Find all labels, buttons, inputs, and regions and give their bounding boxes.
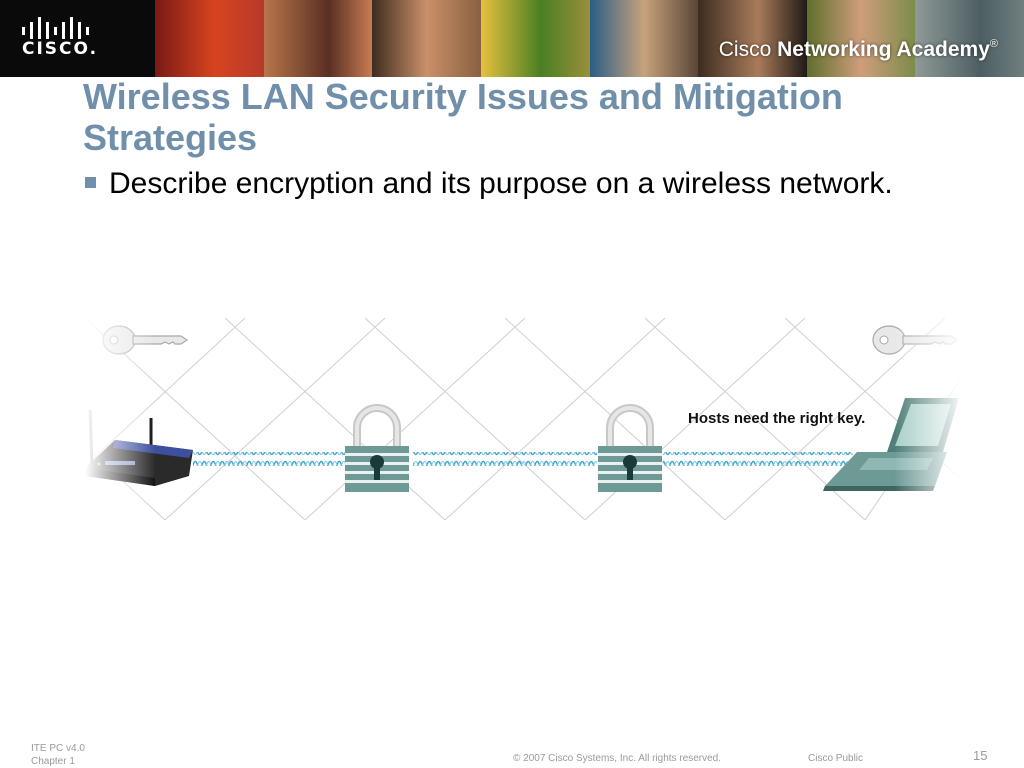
cisco-logo: CISCO. (0, 0, 155, 77)
banner-photo (372, 0, 481, 77)
key-callout: Hosts need the right key. (688, 410, 866, 427)
banner-photo (698, 0, 807, 77)
cisco-logo-text: CISCO. (22, 39, 99, 59)
wireless-router-icon (85, 409, 193, 486)
bullet-text: Describe encryption and its purpose on a… (109, 167, 893, 200)
footer-copyright: © 2007 Cisco Systems, Inc. All rights re… (513, 753, 722, 764)
brand-name: Networking Academy (777, 38, 990, 61)
brand-prefix: Cisco (718, 38, 772, 61)
key-icon (872, 325, 959, 355)
bullet-marker (85, 177, 96, 188)
footer-course-info: ITE PC v4.0 Chapter 1 (31, 742, 85, 768)
banner-photo (589, 0, 699, 77)
networking-academy-brand: Cisco Networking Academy® (719, 38, 998, 62)
header-banner: CISCO. Cisco Networking Academy® (0, 0, 1024, 77)
cisco-logo-icon (22, 17, 89, 39)
bullet-item: Describe encryption and its purpose on a… (85, 165, 915, 203)
signal-wave (193, 452, 345, 466)
banner-photo (480, 0, 590, 77)
footer-classification: Cisco Public (808, 753, 864, 764)
padlock-icon (345, 404, 409, 492)
page-number: 15 (973, 748, 988, 763)
banner-photo (806, 0, 916, 77)
key-icon (102, 325, 189, 355)
banner-photo (263, 0, 373, 77)
footer-course: ITE PC v4.0 (31, 743, 85, 754)
signal-wave (413, 452, 597, 466)
slide-title: Wireless LAN Security Issues and Mitigat… (83, 76, 843, 158)
banner-photo (155, 0, 264, 77)
padlock-icon (598, 404, 662, 492)
banner-photo (915, 0, 1024, 77)
signal-wave (663, 452, 853, 466)
registered-mark: ® (989, 38, 998, 50)
banner-photos (155, 0, 1024, 77)
footer-chapter: Chapter 1 (31, 756, 75, 767)
